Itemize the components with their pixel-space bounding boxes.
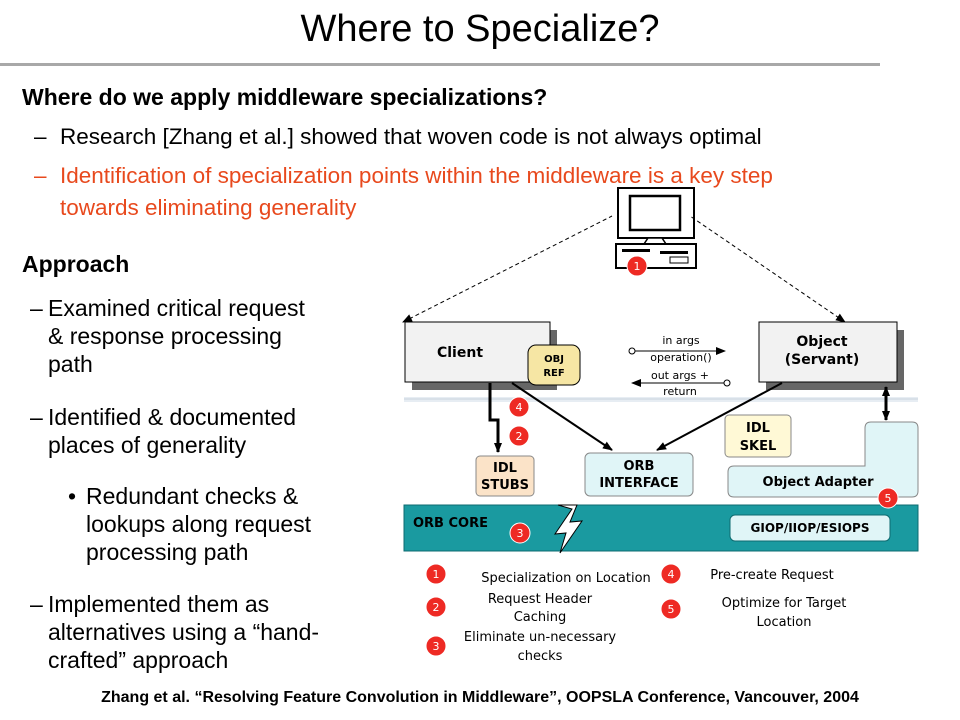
- object-adapter-label: Object Adapter: [763, 475, 875, 490]
- legend: 1 Specialization on Location 2 Request H…: [425, 563, 847, 664]
- badge-stub-upper: 4: [508, 396, 530, 418]
- object-to-orb-interface-arrow: [656, 382, 783, 451]
- legend-text: Caching: [514, 610, 567, 625]
- approach-subitem-line: processing path: [86, 539, 249, 565]
- object-label: Object: [796, 334, 848, 350]
- legend-text: Request Header: [488, 592, 593, 607]
- approach-item-implemented: Implemented them as alternatives using a…: [48, 590, 319, 674]
- approach-item-implemented-line: crafted” approach: [48, 647, 229, 673]
- approach-item-identified-line: Identified & documented: [48, 404, 297, 430]
- bullet-identification: –Identification of specialization points…: [34, 163, 773, 189]
- approach-item-examined-line: path: [48, 351, 93, 377]
- heading-middleware: Where do we apply middleware specializat…: [22, 84, 548, 110]
- giop-label: GIOP/IIOP/ESIOPS: [751, 521, 870, 535]
- legend-item: 2 Request Header Caching: [425, 592, 593, 625]
- return-label: return: [663, 385, 697, 398]
- approach-subitem-redundant: Redundant checks & lookups along request…: [86, 482, 311, 566]
- approach-item-examined: Examined critical request & response pro…: [48, 294, 305, 378]
- legend-number: 2: [433, 601, 440, 614]
- approach-item-identified: Identified & documented places of genera…: [48, 403, 296, 459]
- badge-orb-core: 3: [509, 522, 531, 544]
- obj-ref-label: OBJ: [544, 354, 564, 365]
- orb-core-label: ORB CORE: [413, 516, 488, 531]
- citation-footer: Zhang et al. “Resolving Feature Convolut…: [101, 689, 859, 706]
- idl-skel-label: SKEL: [740, 439, 777, 454]
- lightning-icon: [553, 504, 584, 554]
- badge-adapter-number: 5: [885, 492, 892, 505]
- legend-item: 4 Pre-create Request: [660, 563, 834, 585]
- legend-item: 5 Optimize for Target Location: [660, 596, 847, 630]
- legend-text: Optimize for Target: [722, 596, 847, 611]
- idl-stubs-label: STUBS: [481, 478, 529, 493]
- bullet-dot: •: [68, 483, 77, 509]
- client-label: Client: [437, 345, 483, 361]
- legend-number: 3: [433, 640, 440, 653]
- approach-item-examined-line: Examined critical request: [48, 295, 305, 321]
- approach-subitem-line: Redundant checks &: [86, 483, 299, 509]
- badge-computer-number: 1: [634, 260, 641, 273]
- client-to-stubs-arrow: [488, 383, 502, 453]
- approach-item-identified-line: places of generality: [48, 432, 247, 458]
- approach-item-implemented-line: Implemented them as: [48, 591, 270, 617]
- legend-text: Location: [757, 615, 812, 630]
- legend-text: Eliminate un-necessary: [464, 630, 617, 645]
- legend-item: 1 Specialization on Location: [425, 563, 651, 586]
- bullet-research-text: Research [Zhang et al.] showed that wove…: [60, 124, 762, 149]
- idl-skel-label: IDL: [746, 421, 770, 436]
- idl-skel-box: IDL SKEL: [724, 414, 792, 458]
- dash-marker: –: [34, 124, 47, 149]
- badge-stub-upper-number: 4: [516, 401, 523, 414]
- dash-marker: –: [30, 404, 43, 430]
- idl-stubs-label: IDL: [493, 461, 517, 476]
- approach-item-implemented-line: alternatives using a “hand-: [48, 619, 320, 645]
- legend-number: 1: [433, 568, 440, 581]
- dash-marker: –: [34, 163, 47, 188]
- client-to-orb-interface-arrow: [511, 382, 613, 451]
- dashed-link-client: [402, 215, 613, 323]
- approach-subitem-line: lookups along request: [86, 511, 312, 537]
- dash-marker: –: [30, 591, 43, 617]
- orb-interface-label: ORB: [624, 459, 655, 474]
- out-args-label: out args +: [651, 369, 709, 382]
- legend-number: 5: [668, 603, 675, 616]
- legend-text: Specialization on Location: [481, 571, 651, 586]
- legend-number: 4: [668, 568, 675, 581]
- legend-item: 3 Eliminate un-necessary checks: [425, 630, 617, 664]
- computer-icon: [615, 187, 697, 269]
- slide-title: Where to Specialize?: [300, 8, 660, 50]
- in-args-label: in args: [662, 334, 700, 347]
- object-adapter-box: Object Adapter: [727, 421, 919, 498]
- obj-ref-box: OBJ REF: [527, 344, 581, 386]
- bullet-identification-line1: Identification of specialization points …: [60, 163, 773, 188]
- approach-item-examined-line: & response processing: [48, 323, 282, 349]
- badge-stub-lower: 2: [508, 425, 530, 447]
- dashed-link-object: [689, 215, 846, 323]
- orb-interface-box: ORB INTERFACE: [584, 452, 694, 497]
- orb-core-bar: ORB CORE GIOP/IIOP/ESIOPS: [403, 504, 919, 552]
- object-box: Object (Servant): [758, 321, 904, 390]
- idl-stubs-box: IDL STUBS: [475, 455, 535, 497]
- servant-label: (Servant): [785, 352, 860, 368]
- dash-marker: –: [30, 295, 43, 321]
- bullet-identification-line2: towards eliminating generality: [60, 195, 357, 220]
- title-rule: [0, 63, 880, 66]
- in-args-arrow-origin: [628, 347, 636, 355]
- orb-interface-label: INTERFACE: [599, 476, 678, 491]
- badge-stub-lower-number: 2: [516, 430, 523, 443]
- heading-approach: Approach: [22, 251, 130, 277]
- badge-computer: 1: [626, 255, 648, 277]
- legend-text: Pre-create Request: [710, 568, 834, 583]
- out-args-arrow-origin: [723, 379, 731, 387]
- bullet-research: –Research [Zhang et al.] showed that wov…: [34, 124, 762, 150]
- badge-adapter: 5: [877, 487, 899, 509]
- badge-orb-core-number: 3: [517, 527, 524, 540]
- obj-ref-label: REF: [543, 368, 564, 379]
- legend-text: checks: [518, 649, 563, 664]
- operation-label: operation(): [650, 351, 711, 364]
